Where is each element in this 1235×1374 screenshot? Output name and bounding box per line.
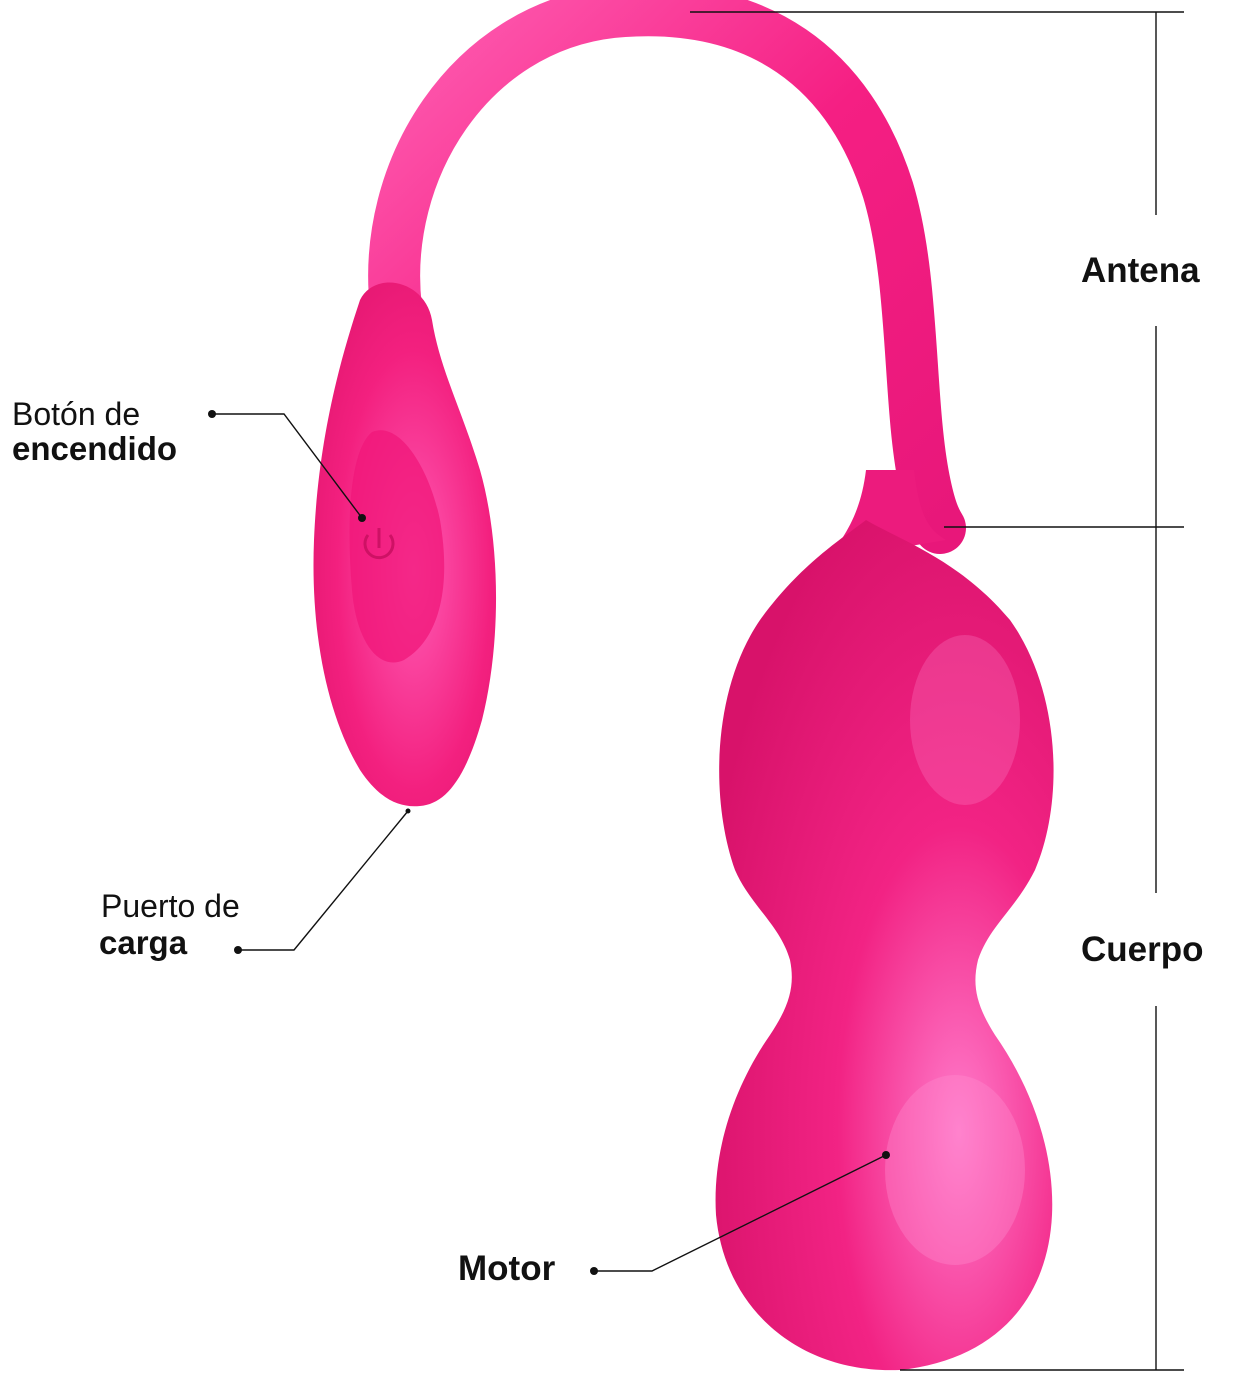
dot-boton-target: [358, 514, 366, 522]
dot-puerto-label: [234, 946, 242, 954]
label-boton-line1: Botón de: [12, 398, 140, 430]
label-antena: Antena: [1081, 253, 1200, 288]
dot-motor-target: [882, 1151, 890, 1159]
dot-puerto-target: [406, 809, 411, 814]
label-cuerpo: Cuerpo: [1081, 932, 1204, 967]
label-puerto-line1: Puerto de: [101, 890, 240, 922]
dot-motor-label: [590, 1267, 598, 1275]
label-puerto-line2: carga: [99, 926, 187, 959]
dot-boton-label: [208, 410, 216, 418]
body-shape: [716, 520, 1054, 1370]
leader-puerto: [238, 811, 408, 950]
label-motor: Motor: [458, 1251, 555, 1286]
label-boton-line2: encendido: [12, 432, 177, 465]
antenna-cord: [394, 10, 940, 528]
